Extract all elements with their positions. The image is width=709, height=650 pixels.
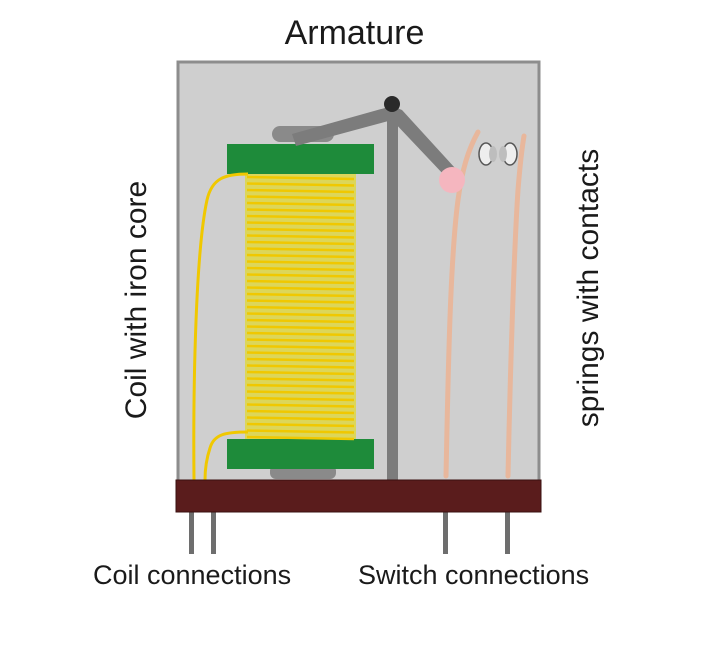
coil-turn: [246, 357, 355, 363]
armature-pivot: [384, 96, 400, 112]
coil-core-label: Coil with iron core: [120, 180, 153, 420]
coil-turn: [246, 188, 355, 194]
coil-pin-right: [211, 510, 216, 554]
coil-turn: [246, 227, 355, 233]
coil-turn: [246, 279, 355, 285]
coil-turn: [246, 240, 355, 246]
coil-turn: [246, 396, 355, 402]
coil-turn: [246, 422, 355, 428]
coil-turn: [246, 214, 355, 220]
coil-turn: [246, 208, 355, 213]
coil-lead-wire-bottom: [203, 430, 249, 481]
coil-turn: [246, 299, 355, 304]
switch-pin-right: [505, 510, 510, 554]
coil-turn: [246, 286, 355, 291]
coil-turn: [246, 305, 355, 311]
coil-turn: [246, 273, 355, 278]
spring-left: [443, 129, 481, 479]
coil-connections-label: Coil connections: [93, 560, 292, 590]
coil-lead-wire-top: [192, 172, 249, 481]
coil-turn: [246, 416, 355, 421]
coil-turn: [246, 266, 355, 272]
coil-turn: [246, 351, 355, 356]
coil-top-flange: [227, 144, 374, 174]
coil-turn: [246, 325, 355, 330]
coil-bottom-flange: [227, 439, 374, 469]
coil-turn: [246, 370, 355, 376]
coil-winding-turns: [246, 175, 355, 441]
switch-pin-left: [443, 510, 448, 554]
coil-turn: [246, 403, 355, 408]
spring-right: [505, 133, 527, 479]
coil-pin-left: [189, 510, 194, 554]
coil-turn: [246, 234, 355, 239]
coil-turn: [246, 292, 355, 298]
coil-turn: [246, 377, 355, 382]
contact-inner-left: [489, 146, 497, 162]
coil-turn: [246, 338, 355, 343]
armature-post: [387, 104, 398, 480]
coil-turn: [246, 201, 355, 207]
coil-turn: [246, 435, 355, 441]
coil-turn: [246, 260, 355, 265]
coil-turn: [246, 175, 355, 181]
switch-connections-label: Switch connections: [358, 560, 590, 590]
coil-turn: [246, 247, 355, 252]
coil-turn: [246, 318, 355, 324]
relay-base: [175, 479, 542, 513]
coil-turn: [246, 221, 355, 226]
pink-contact: [439, 167, 465, 193]
coil-turn: [246, 429, 355, 434]
coil-turn: [246, 383, 355, 389]
coil-turn: [246, 390, 355, 395]
coil-turn: [246, 195, 355, 200]
coil-turn: [246, 344, 355, 350]
coil-turn: [246, 331, 355, 337]
armature-label: Armature: [284, 14, 425, 52]
coil-turn: [246, 182, 355, 187]
coil-turn: [246, 253, 355, 259]
coil-turn: [246, 364, 355, 369]
coil-turn: [246, 409, 355, 415]
armature-lever: [292, 106, 455, 176]
coil-turn: [246, 312, 355, 317]
springs-contacts-label: springs with contacts: [572, 148, 605, 428]
contact-inner-right: [499, 146, 507, 162]
